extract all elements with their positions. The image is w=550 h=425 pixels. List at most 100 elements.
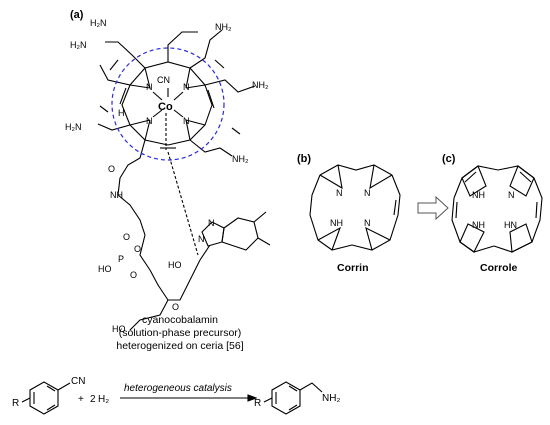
atom-p: P	[118, 254, 124, 264]
corrole-pyrrole-4	[509, 223, 533, 253]
amide-label-6: NH₂	[232, 154, 249, 164]
hollow-arrow-shape	[417, 195, 449, 221]
corrin-double	[393, 199, 397, 216]
axial-cn-label: CN	[157, 75, 170, 85]
methyl-1	[253, 211, 267, 223]
atom-o-ring: O	[172, 302, 179, 312]
corrole-right	[493, 177, 543, 253]
atom-n-imid-2: N	[208, 218, 215, 228]
reaction-conditions: heterogeneous catalysis	[124, 383, 232, 394]
ring-d-bond2	[185, 119, 206, 126]
corrole-n4: HN	[504, 220, 517, 230]
sugar-ch2oh	[129, 299, 169, 331]
cobalt-label: Co	[158, 101, 173, 113]
atom-ho-p: HO	[98, 264, 112, 274]
benzylamine-double-2	[288, 404, 298, 411]
methyl-wedge-4	[99, 105, 109, 113]
h2-coefficient: 2	[90, 394, 96, 405]
ring-a-bond2	[129, 84, 151, 89]
atom-n-tl: N	[146, 82, 153, 92]
product-r: R	[254, 398, 261, 409]
dashed-highlight-circle	[111, 47, 225, 161]
corrin-n2: N	[364, 188, 371, 198]
chain-bottom	[119, 139, 146, 179]
corrin-n4: N	[364, 218, 371, 228]
ring-b-bond	[185, 67, 191, 89]
corrin-name: Corrin	[337, 262, 369, 274]
sugar-to-imid	[189, 244, 211, 281]
atom-h: H	[118, 108, 125, 118]
corrole-double-3	[535, 201, 538, 219]
corrin-ring-3	[317, 226, 342, 251]
corrole-pyrrole-2	[509, 165, 535, 197]
benzonitrile-double-3	[46, 385, 56, 392]
cyanocobalamin-caption: cyanocobalamin (solution-phase precursor…	[105, 314, 255, 353]
corrole-top	[461, 165, 535, 179]
h2-label: H₂	[98, 394, 109, 405]
reaction-plus: +	[78, 394, 84, 405]
ring-a-bond	[144, 67, 151, 89]
chain-right	[204, 79, 256, 93]
chain-top-right	[189, 29, 223, 69]
corrole-pyrrole-1	[461, 165, 487, 197]
axial-dashed-2	[167, 151, 199, 256]
amide-label-4: NH₂	[252, 80, 269, 90]
corrole-n2: N	[508, 190, 515, 200]
corrole-structure	[451, 165, 543, 253]
atom-nh: NH	[110, 190, 123, 200]
sugar-ring	[149, 269, 191, 301]
atom-n-imid-1: N	[198, 234, 205, 244]
corrin-structure	[309, 164, 401, 251]
ring-d-bond	[185, 119, 191, 141]
amide-label-5: H₂N	[65, 122, 82, 132]
corrole-pyrrole-3	[459, 223, 485, 253]
linker-chain	[117, 177, 146, 236]
amide-label-2: H₂N	[70, 40, 87, 50]
methyl-wedge-3	[231, 127, 241, 135]
corrole-n1: NH	[472, 190, 485, 200]
caption-line-3: heterogenized on ceria [56]	[116, 340, 244, 352]
reaction-scheme	[21, 381, 323, 415]
co-n-bond-3	[152, 109, 163, 118]
chain-left	[99, 64, 131, 86]
corrole-double-1	[464, 171, 477, 183]
atom-n-br: N	[183, 116, 190, 126]
methyl-2	[257, 237, 271, 246]
benzonitrile-cn-bond	[57, 382, 71, 391]
corrole-n3: NH	[472, 220, 485, 230]
co-n-bond-2	[173, 91, 184, 101]
benzene-ring	[221, 217, 259, 251]
corrole-left	[451, 177, 495, 253]
atom-n-tr: N	[183, 82, 190, 92]
corrin-left-bonds	[121, 84, 169, 146]
corrin-left	[309, 174, 353, 251]
caption-line-2: (solution-phase precursor)	[118, 327, 242, 339]
panel-c-label: (c)	[442, 153, 456, 165]
hollow-arrow	[417, 195, 449, 221]
amide-label-1: H₂N	[90, 18, 107, 28]
ring-c-bond2	[129, 119, 151, 126]
methyl-wedge-2	[214, 59, 225, 69]
co-n-bond-1	[152, 91, 163, 101]
benzylamine-ring	[271, 381, 301, 415]
corrin-right-bonds	[167, 84, 213, 146]
corrole-double-4	[455, 201, 458, 219]
corrole-double-2	[519, 171, 532, 183]
atom-o-amide: O	[108, 164, 115, 174]
chain-top	[167, 31, 198, 62]
corrin-n3: NH	[330, 218, 343, 228]
corrole-name: Corrole	[480, 262, 518, 274]
corrin-ring-2	[369, 164, 393, 190]
caption-line-1: cyanocobalamin	[142, 314, 218, 326]
corrin-ring-4	[365, 226, 391, 251]
co-n-bond-4	[173, 109, 184, 118]
atom-ho-sugar: HO	[112, 324, 126, 334]
corrin-ring-1	[319, 164, 343, 190]
phosphate-linker	[139, 234, 151, 271]
corrin-top	[319, 164, 393, 176]
benzylamine-ch2-bond	[299, 382, 323, 393]
reactant-r: R	[12, 398, 19, 409]
chain-top-left	[105, 41, 146, 69]
reaction-arrow-head	[247, 394, 258, 402]
panel-a-label: (a)	[70, 9, 84, 21]
